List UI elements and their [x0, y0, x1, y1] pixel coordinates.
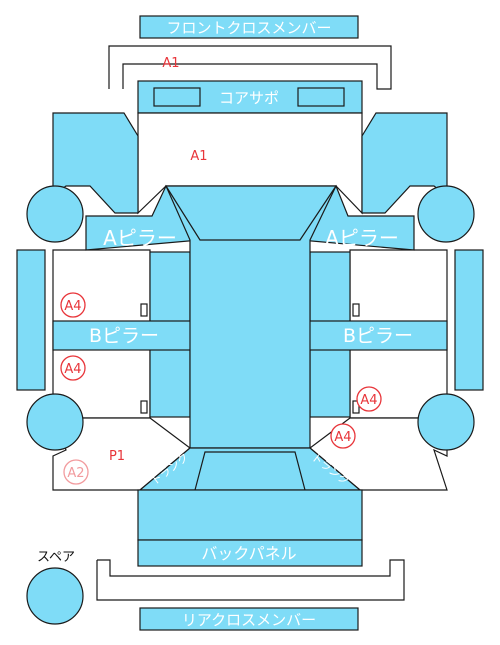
b-pillar-right-label: Bピラー: [343, 325, 413, 347]
damage-mark-circle: [60, 355, 86, 381]
wheel-front-left[interactable]: [26, 185, 84, 243]
damage-mark-a4-left-rear: A4: [64, 362, 81, 377]
rear-floor-panel[interactable]: [137, 489, 363, 541]
rear-cross-member-panel[interactable]: [139, 607, 359, 631]
front-cross-member-label: フロントクロスメンバー: [166, 19, 331, 37]
wheel-front-right[interactable]: [417, 185, 475, 243]
wheel-rear-right[interactable]: [417, 393, 475, 451]
headlight-left: [153, 87, 201, 107]
b-pillar-left[interactable]: [52, 320, 194, 351]
door-handle-right-rear: [352, 400, 360, 414]
a-pillar-left-label: Aピラー: [103, 226, 177, 250]
damage-mark-circle: [356, 386, 382, 412]
front-cross-member-panel[interactable]: [139, 15, 359, 39]
damage-mark-p1: P1: [109, 449, 125, 464]
windshield-line: [165, 185, 337, 241]
b-pillar-left-label: Bピラー: [89, 325, 159, 347]
back-panel-label: バックパネル: [201, 544, 296, 563]
damage-mark-a4-left-front: A4: [64, 299, 81, 314]
rear-bumper-outline: [96, 559, 405, 601]
core-support-label: コアサポ: [219, 89, 279, 107]
wheel-rear-left[interactable]: [26, 393, 84, 451]
spare-label: スペア: [37, 550, 75, 565]
spare-tire[interactable]: [26, 567, 84, 625]
damage-mark-a1-bumper: A1: [162, 56, 179, 71]
damage-mark-circle-faded: [63, 459, 89, 485]
side-sill-right[interactable]: [454, 249, 484, 391]
damage-mark-a2: A2: [67, 466, 84, 481]
damage-mark-circle: [60, 292, 86, 318]
trunk-lid-center: [194, 451, 306, 491]
damage-mark-a4-right-quarter: A4: [334, 430, 351, 445]
door-handle-left-rear: [140, 400, 148, 414]
door-handle-left-front: [140, 303, 148, 317]
damage-mark-circle: [330, 423, 356, 449]
back-panel[interactable]: [137, 539, 363, 567]
door-handle-right-front: [352, 303, 360, 317]
rear-cross-member-label: リアクロスメンバー: [182, 611, 316, 629]
damage-mark-a4-right-rear-door: A4: [360, 393, 377, 408]
a-pillar-right-label: Aピラー: [325, 226, 399, 250]
headlight-right: [297, 87, 345, 107]
damage-mark-a1-hood: A1: [190, 149, 207, 164]
side-sill-left[interactable]: [16, 249, 46, 391]
front-bumper-outline: [108, 45, 392, 90]
right-front-fender[interactable]: [361, 112, 448, 214]
